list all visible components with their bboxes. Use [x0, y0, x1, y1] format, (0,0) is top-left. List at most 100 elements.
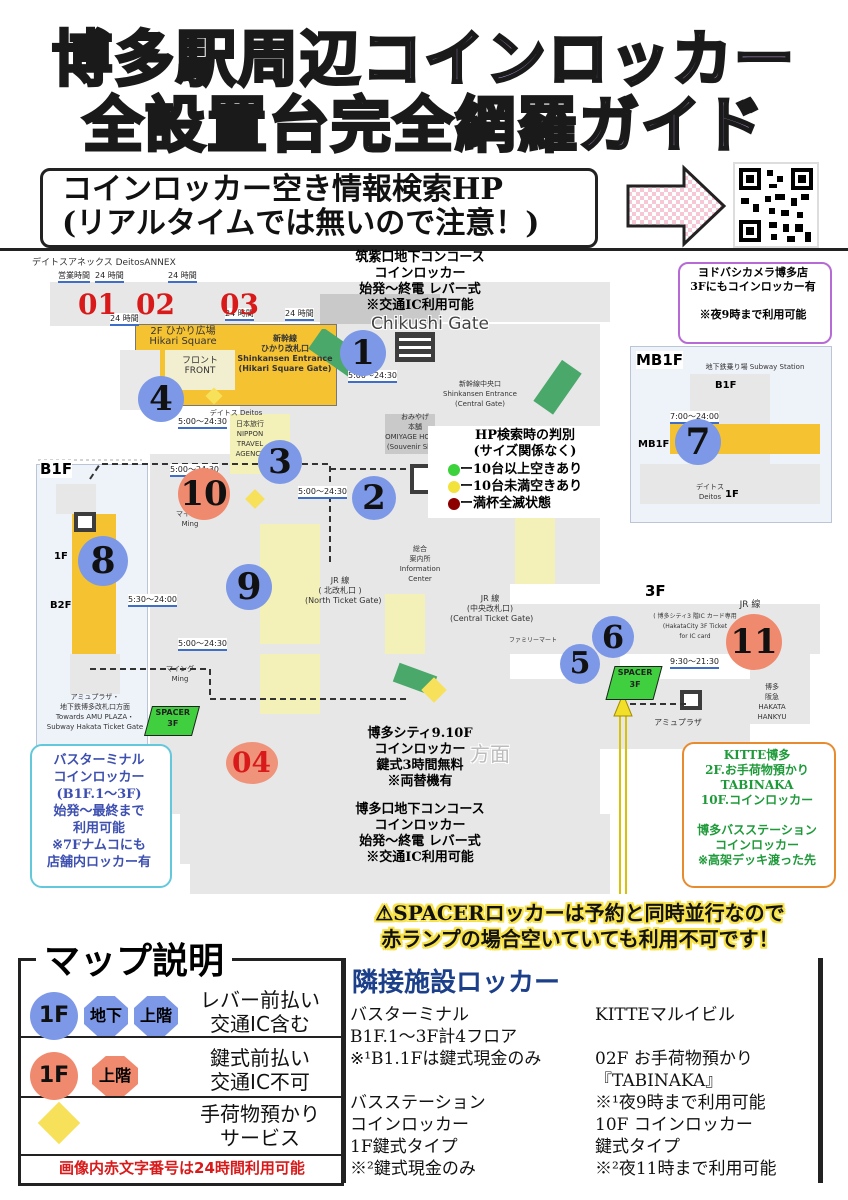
legend-divider: [18, 1036, 341, 1038]
legend-badge-1f: 1F: [30, 992, 78, 1040]
adjacent-left-1: B1F.1〜3F計4フロア: [350, 1027, 518, 1047]
search-hp-box[interactable]: [40, 168, 598, 248]
qr-code[interactable]: [733, 162, 819, 248]
hours-11: 24 時間: [110, 313, 139, 326]
spacer-label-3f: SPACER 3F: [617, 668, 653, 689]
locker-24h-04[interactable]: 04: [232, 746, 271, 779]
red-dot-icon: [448, 498, 460, 510]
divider: [0, 248, 848, 251]
map-b1f-bottom: [70, 654, 120, 694]
locker-8[interactable]: 8: [78, 536, 128, 586]
adjacent-title: 隣接施設ロッカー: [352, 968, 561, 998]
floor-b1f: B1F: [40, 460, 73, 478]
legend-divider: [18, 1096, 341, 1098]
label-hakata-direction: 方面: [470, 742, 510, 766]
legend-badge-joukai-red: 上階: [92, 1056, 138, 1096]
floor-b2f-small: B2F: [50, 600, 72, 611]
map-yellow-central: [385, 594, 425, 654]
locker-24h-03[interactable]: 03: [220, 288, 259, 321]
locker-2[interactable]: 2: [352, 476, 396, 520]
floor-mb1f: MB1F: [636, 351, 684, 369]
spacer-locker-3f[interactable]: SPACER 3F: [605, 666, 663, 700]
legend-badge-joukai: 上階: [134, 996, 178, 1036]
station-map: デイトスアネックス DeitosANNEX Chikushi Gate 2F ひ…: [30, 250, 836, 954]
locker-6[interactable]: 6: [592, 616, 634, 658]
hours-1: 24 時間: [168, 270, 197, 283]
adjacent-right-5: 10F コインロッカー: [595, 1115, 753, 1135]
floor-3f: 3F: [645, 582, 666, 600]
label-information: 総合 案内所 Information Center: [399, 545, 441, 583]
locker-4[interactable]: 4: [138, 376, 184, 422]
label-nihon-ryoko: 日本旅行 NIPPON TRAVEL AGENCY: [235, 420, 265, 458]
map-sw2: [200, 794, 350, 884]
callout-hakata-city: 博多シティ9.10F コインロッカー 鍵式3時間無料 ※両替機有: [367, 726, 473, 789]
hours-label: 営業時間: [58, 270, 90, 283]
map-block: [385, 414, 435, 454]
hp-judge-item-yellow: ー10台未満空きあり: [460, 479, 583, 494]
arrow-right-icon: [626, 164, 727, 248]
adjacent-right-4: ※¹夜9時まで利用可能: [595, 1093, 766, 1113]
hours-5: 5:30〜24:00: [128, 594, 178, 607]
callout-yodobashi: ヨドバシカメラ博多店 3Fにもコインロッカー有 ※夜9時まで利用可能: [690, 266, 816, 321]
legend-footer: 画像内赤文字番号は24時間利用可能: [59, 1159, 305, 1177]
adjacent-left-2: ※¹B1.1Fは鍵式現金のみ: [350, 1049, 542, 1069]
hours-10: 24 時間: [285, 308, 314, 321]
locker-5[interactable]: 5: [560, 644, 600, 684]
legend-lever: レバー前払い 交通IC含む: [200, 988, 320, 1036]
map-b1f-top: [56, 484, 96, 514]
floor-b1f-mb: B1F: [715, 380, 737, 391]
label-amu-plaza: アミュプラザ・ 地下鉄博多改札口方面 Towards AMU PLAZA・ Su…: [46, 693, 144, 731]
floor-1f-mb: 1F: [725, 489, 739, 500]
label-shinkansen-central: 新幹線中央口 Shinkansen Entrance (Central Gate…: [443, 380, 517, 408]
adjacent-right-0: KITTEマルイビル: [595, 1005, 735, 1025]
hp-judge-item-red: ー満杯全滅状態: [460, 496, 552, 511]
adjacent-right-7: ※²夜11時まで利用可能: [595, 1159, 777, 1179]
legend-key: 鍵式前払い 交通IC不可: [210, 1046, 310, 1094]
adjacent-left-5: コインロッカー: [350, 1115, 469, 1135]
adjacent-right-6: 鍵式タイプ: [595, 1137, 680, 1157]
locker-1[interactable]: 1: [340, 330, 386, 376]
spacer-locker[interactable]: SPACER 3F: [143, 706, 201, 736]
callout-chikushi: 筑紫口地下コンコース コインロッカー 始発〜終電 レバー式 ※交通IC利用可能: [355, 250, 485, 313]
panel-divider: [343, 958, 346, 1183]
hp-judge-subtitle: (サイズ関係なく): [473, 444, 577, 459]
callout-yodobashi-box: [678, 262, 832, 344]
map-deitos-annex: [50, 286, 250, 326]
locker-24h-02[interactable]: 02: [136, 288, 175, 321]
hours-0: 24 時間: [95, 270, 124, 283]
hp-judge-title: HP検索時の判別: [474, 428, 576, 443]
callout-bus-terminal: バスターミナル コインロッカー (B1F.1〜3F) 始発〜最終まで 利用可能 …: [46, 753, 151, 870]
label-subway-station: 地下鉄乗り場 Subway Station: [705, 363, 805, 371]
yellow-dot-icon: [448, 481, 460, 493]
legend-badge-1f-red: 1F: [30, 1052, 78, 1100]
locker-10[interactable]: 10: [178, 468, 230, 520]
label-shinkansen-hikari: 新幹線 ひかり改札口 Shinkansen Entrance (Hikari S…: [237, 334, 333, 373]
escalator-icon: [533, 359, 582, 415]
callout-kitte: KITTE博多 2F.お手荷物預かり TABINAKA 10F.コインロッカー …: [697, 748, 817, 867]
map-mb1f-right: [770, 464, 820, 504]
page-title-line1: 博多駅周辺コインロッカー: [51, 25, 796, 95]
adjacent-left-4: バスステーション: [350, 1093, 486, 1113]
legend-badge-chika: 地下: [84, 996, 128, 1036]
adjacent-left-7: ※²鍵式現金のみ: [350, 1159, 476, 1179]
label-mb1f-deitos: デイトス Deitos: [696, 483, 724, 501]
adjacent-left-0: バスターミナル: [350, 1005, 469, 1025]
locker-9[interactable]: 9: [226, 564, 272, 610]
locker-11[interactable]: 11: [726, 614, 782, 670]
label-jr-central: JR 線 (中央改札口) (Central Ticket Gate): [450, 594, 534, 623]
label-ming2: マイング Ming: [166, 665, 194, 683]
locker-24h-01[interactable]: 01: [78, 288, 117, 321]
adjacent-left-6: 1F鍵式タイプ: [350, 1137, 458, 1157]
locker-7[interactable]: 7: [675, 419, 721, 465]
locker-3[interactable]: 3: [258, 440, 302, 484]
callout-bus-terminal-box: [30, 744, 172, 888]
adjacent-right-3: 『TABINAKA』: [595, 1071, 723, 1091]
callout-kitte-box: [682, 742, 836, 888]
label-chikushi-gate: Chikushi Gate: [371, 314, 489, 334]
panel-divider: [818, 958, 823, 1183]
map-mb1f-left: [640, 464, 690, 504]
route-lines: [38, 459, 690, 894]
hours-7: 5:00〜24:30: [178, 638, 228, 651]
label-deitos-annex: デイトスアネックス DeitosANNEX: [32, 258, 176, 268]
hours-12: 24 時間: [225, 308, 254, 321]
